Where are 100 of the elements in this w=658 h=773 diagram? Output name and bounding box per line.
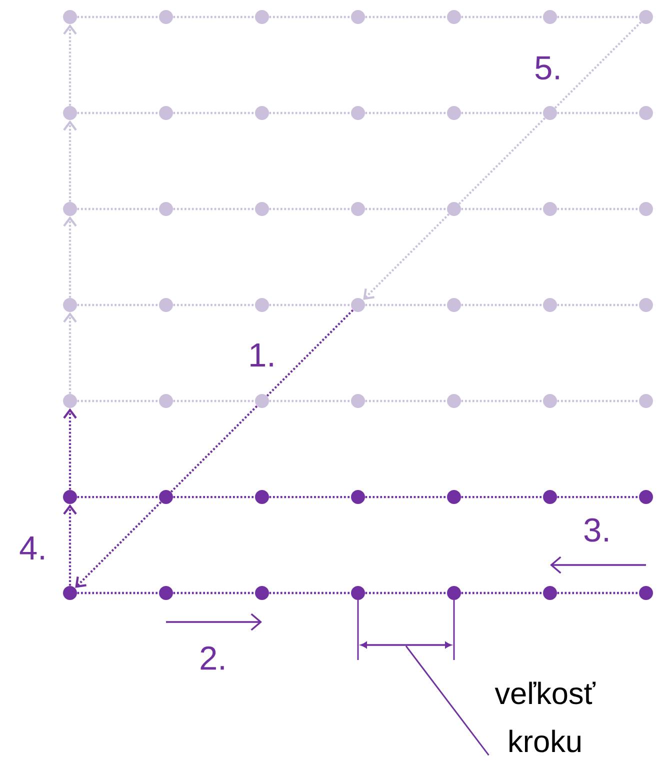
connector-line <box>557 592 639 594</box>
grid-dot <box>447 394 461 408</box>
connector-line <box>461 112 543 114</box>
grid-dot <box>255 202 269 216</box>
grid-dot <box>351 586 365 600</box>
grid-dot <box>351 298 365 312</box>
connector-line <box>269 16 351 18</box>
connector-line <box>269 304 351 306</box>
connector-line <box>557 16 639 18</box>
connector-line <box>461 592 543 594</box>
step-number: 2. <box>200 646 224 670</box>
grid-dot <box>255 10 269 24</box>
grid-dot <box>639 298 653 312</box>
grid-dot <box>63 394 77 408</box>
step-number: 4. <box>20 536 44 560</box>
connector-line <box>77 16 159 18</box>
connector-line <box>269 496 351 498</box>
grid-dot <box>63 490 77 504</box>
connector-line <box>365 304 447 306</box>
connector-line <box>266 309 354 397</box>
connector-line <box>365 16 447 18</box>
connector-line <box>365 592 447 594</box>
connector-line <box>173 208 255 210</box>
grid-dot <box>63 586 77 600</box>
grid-dot <box>159 202 173 216</box>
connector-line <box>365 400 447 402</box>
arrow <box>63 216 77 298</box>
connector-line <box>557 496 639 498</box>
connector-line <box>554 21 642 109</box>
arrow <box>63 504 77 586</box>
grid-dot <box>63 202 77 216</box>
grid-dot <box>63 298 77 312</box>
connector-line <box>461 496 543 498</box>
connector-line <box>173 16 255 18</box>
grid-dot <box>639 10 653 24</box>
connector-line <box>173 400 255 402</box>
grid-dot <box>639 586 653 600</box>
connector-line <box>557 112 639 114</box>
grid-dot <box>159 298 173 312</box>
grid-dot <box>159 106 173 120</box>
grid-dot <box>639 490 653 504</box>
connector-line <box>557 208 639 210</box>
grid-dot <box>543 202 557 216</box>
grid-dot <box>351 106 365 120</box>
grid-dot <box>255 298 269 312</box>
arrow <box>363 213 450 300</box>
grid-dot <box>255 586 269 600</box>
connector-line <box>557 400 639 402</box>
grid-dot <box>447 586 461 600</box>
grid-dot <box>159 586 173 600</box>
connector-line <box>269 112 351 114</box>
connector-line <box>365 496 447 498</box>
connector-line <box>461 208 543 210</box>
connector-line <box>458 117 546 205</box>
step-number: 3. <box>584 518 608 542</box>
grid-dot <box>639 202 653 216</box>
connector-line <box>173 592 255 594</box>
grid-dot <box>543 394 557 408</box>
connector-line <box>77 592 159 594</box>
connector-line <box>365 112 447 114</box>
connector-line <box>77 112 159 114</box>
arrow <box>63 408 77 490</box>
connector-line <box>461 16 543 18</box>
grid-dot <box>255 106 269 120</box>
grid-dot <box>447 490 461 504</box>
connector-line <box>461 400 543 402</box>
grid-dot <box>351 10 365 24</box>
connector-line <box>173 112 255 114</box>
grid-dot <box>447 298 461 312</box>
grid-dot <box>639 106 653 120</box>
connector-line <box>77 208 159 210</box>
connector-line <box>170 405 258 493</box>
grid-dot <box>159 394 173 408</box>
step-number: 1. <box>250 344 273 366</box>
connector-line <box>77 400 159 402</box>
grid-dot <box>351 394 365 408</box>
grid-dot <box>255 394 269 408</box>
grid-dot <box>543 106 557 120</box>
grid-dot <box>639 394 653 408</box>
grid-dot <box>63 10 77 24</box>
arrow <box>75 501 162 588</box>
grid-dot <box>351 202 365 216</box>
connector-line <box>173 496 255 498</box>
grid-dot <box>255 490 269 504</box>
connector-line <box>269 400 351 402</box>
connector-line <box>365 208 447 210</box>
step-size-label: veľkosť kroku <box>494 682 596 752</box>
arrow <box>63 312 77 394</box>
grid-dot <box>543 586 557 600</box>
grid-dot <box>159 10 173 24</box>
grid-dot <box>63 106 77 120</box>
grid-dot <box>543 10 557 24</box>
arrow <box>63 24 77 106</box>
connector-line <box>461 304 543 306</box>
connector-line <box>557 304 639 306</box>
grid-dot <box>543 490 557 504</box>
connector-line <box>269 592 351 594</box>
grid-dot <box>447 106 461 120</box>
grid-dot <box>447 202 461 216</box>
grid-dot <box>159 490 173 504</box>
